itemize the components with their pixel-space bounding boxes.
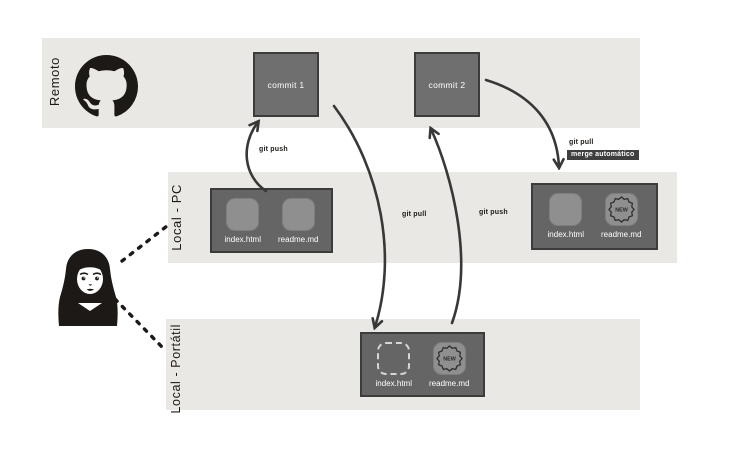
repo-local-pc-before: index.html readme.md [210, 188, 333, 253]
repo-local-pc-after: index.html NEW readme.md [531, 183, 658, 250]
file-icon: NEW [604, 193, 638, 226]
file-name: index.html [224, 235, 261, 244]
file-icon-ghost [377, 342, 411, 375]
file-readme-md-new: NEW readme.md [429, 342, 469, 388]
file-index-html: index.html [548, 193, 584, 239]
github-icon [75, 55, 138, 117]
repo-local-laptop: index.html NEW readme.md [360, 332, 485, 397]
file-index-html-ghost: index.html [376, 342, 412, 388]
merge-automatico-chip: merge automático [567, 150, 639, 160]
file-icon [549, 193, 583, 226]
new-badge-text: NEW [615, 207, 628, 213]
commit-2-box: commit 2 [414, 52, 480, 117]
lane-label-local-laptop: Local - Portátil [169, 324, 183, 414]
file-icon [281, 198, 315, 231]
new-badge-seal-icon: NEW [435, 345, 463, 372]
git-pull-label-middle: git pull [402, 211, 427, 218]
file-index-html: index.html [225, 198, 261, 244]
git-pull-label-right: git pull [569, 139, 594, 146]
file-icon [226, 198, 260, 231]
woman-avatar-icon [58, 249, 118, 326]
lane-label-local-pc: Local - PC [169, 184, 184, 251]
file-name: readme.md [429, 379, 470, 388]
file-name: index.html [547, 230, 584, 239]
commit-1-box: commit 1 [253, 52, 319, 117]
file-name: index.html [375, 379, 412, 388]
file-name: readme.md [278, 235, 319, 244]
lane-label-remote: Remoto [47, 57, 62, 107]
new-badge-seal-icon: NEW [607, 196, 635, 223]
file-readme-md-new: NEW readme.md [601, 193, 641, 239]
git-push-label-middle: git push [479, 209, 508, 216]
new-badge-text: NEW [443, 356, 456, 362]
file-name: readme.md [601, 230, 642, 239]
git-push-label-left: git push [259, 146, 288, 153]
user-to-pc-dotted-connector [120, 224, 169, 263]
file-readme-md: readme.md [278, 198, 318, 244]
file-icon: NEW [432, 342, 466, 375]
